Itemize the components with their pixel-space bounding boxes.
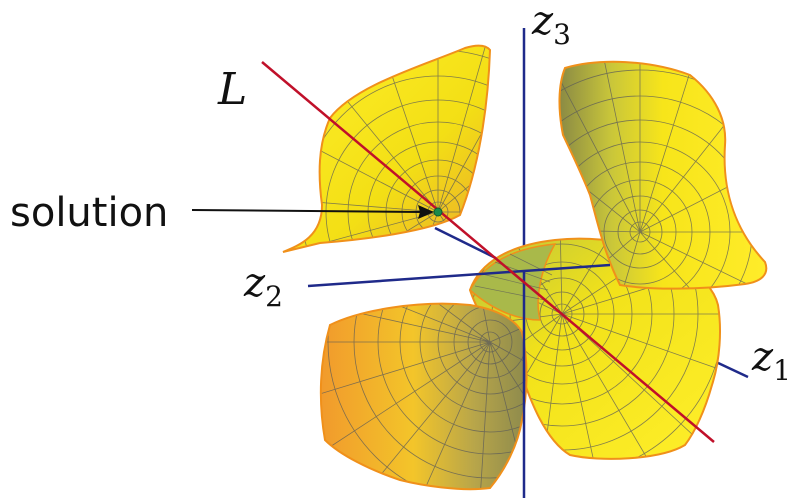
z3-label: z3 — [531, 0, 571, 51]
solution-label: solution — [10, 190, 168, 236]
z3-label-var: z — [531, 0, 554, 44]
z2-axis — [307, 263, 611, 288]
solution-arrow-shaft — [191, 209, 423, 213]
z2-label-var: z — [243, 260, 266, 306]
line-L-label: L — [217, 64, 247, 115]
z3-label-sub: 3 — [553, 18, 571, 51]
z2-label: z2 — [243, 260, 283, 313]
z1-label: z1 — [751, 334, 791, 387]
solution-arrowhead — [418, 205, 434, 219]
z2-label-sub: 2 — [265, 280, 283, 313]
z1-label-sub: 1 — [773, 354, 791, 387]
solution-point — [433, 207, 443, 217]
z1-label-var: z — [751, 334, 774, 380]
line-L — [261, 61, 715, 443]
